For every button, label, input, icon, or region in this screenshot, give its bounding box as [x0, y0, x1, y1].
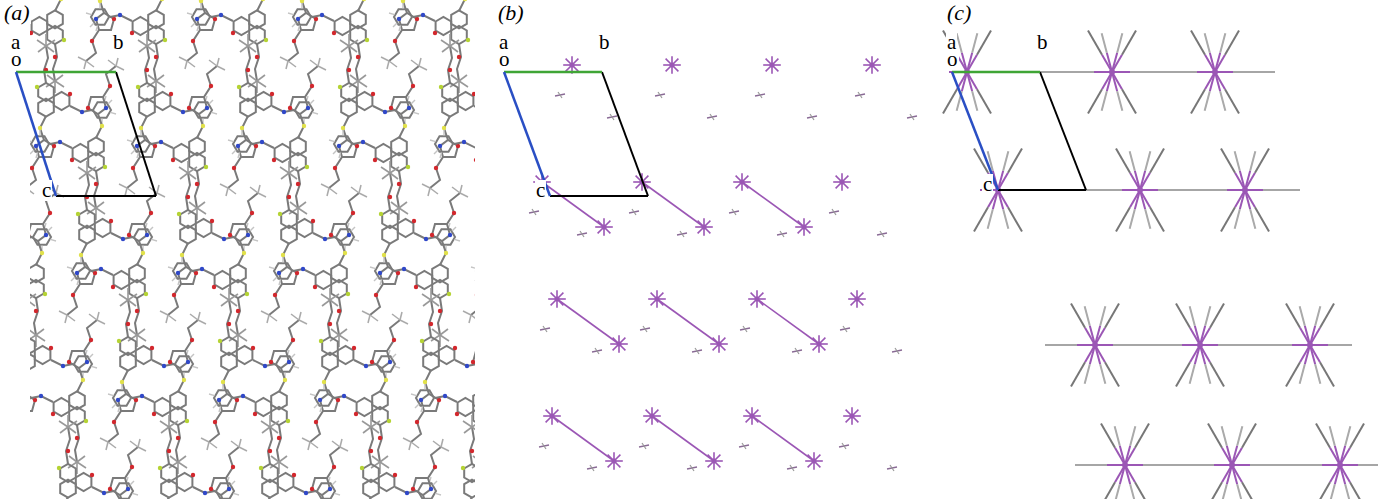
origin-label: o: [498, 49, 511, 70]
c-axis: [952, 72, 998, 190]
axis-label: c: [41, 180, 52, 201]
axis-label: c: [535, 180, 546, 201]
origin-label: o: [10, 49, 23, 70]
cell-edge: [1040, 72, 1086, 190]
c-axis: [16, 72, 56, 196]
b-axis: [16, 71, 116, 74]
panel-label: (b): [497, 2, 525, 24]
ion-packing: [529, 56, 917, 471]
unit-cells: [16, 72, 1086, 196]
molecular-packing: [30, 0, 475, 499]
b-axis: [504, 71, 602, 74]
cell-edge: [56, 195, 156, 197]
c-axis: [504, 72, 550, 196]
cell-edge: [998, 189, 1086, 191]
panel-label: (a): [3, 2, 31, 24]
panel-label: (c): [946, 2, 972, 24]
axis-label: c: [982, 174, 993, 195]
axis-label: b: [598, 32, 611, 53]
origin-label: o: [946, 49, 959, 70]
cell-edge: [550, 195, 648, 197]
coordination-layers: [943, 30, 1378, 499]
b-axis: [952, 71, 1040, 74]
axis-label: b: [1036, 32, 1049, 53]
cell-edge: [602, 72, 648, 196]
cell-edge: [116, 72, 156, 196]
axis-label: b: [112, 32, 125, 53]
